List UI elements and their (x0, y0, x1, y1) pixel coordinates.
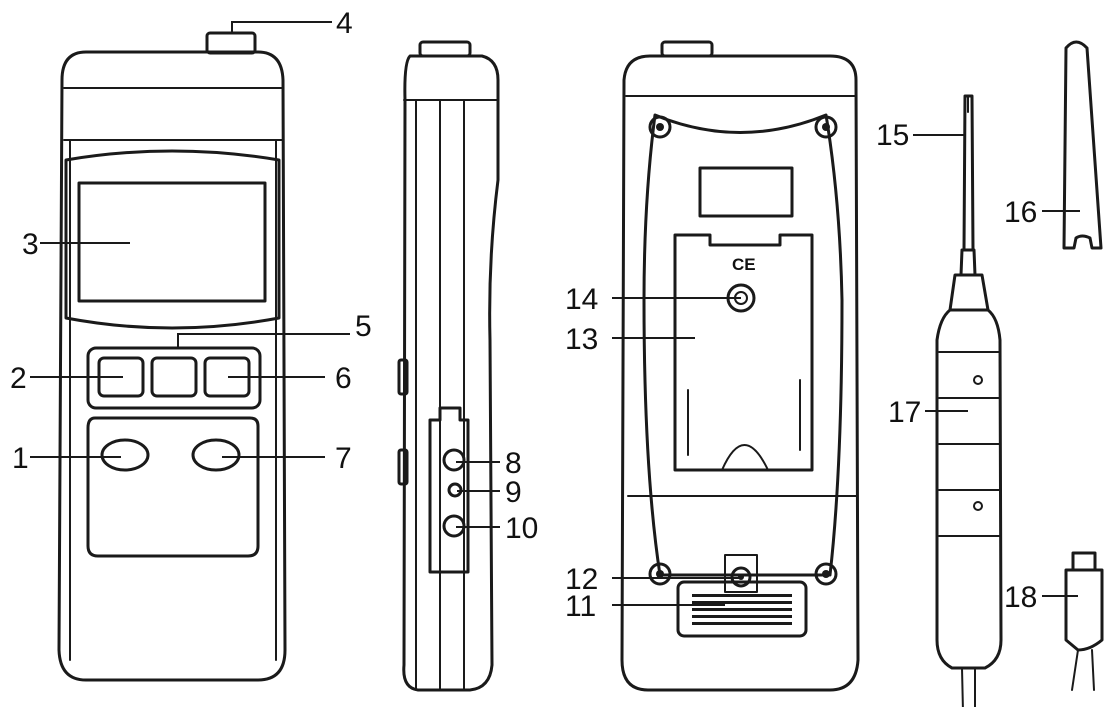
connector-plug (1064, 551, 1104, 691)
front-view (57, 31, 287, 682)
screw-bottom-right (814, 562, 838, 586)
callout-14: 14 (565, 283, 598, 316)
battery-cover-grip (692, 594, 792, 625)
tilt-stand (673, 233, 814, 472)
callout-9: 9 (505, 476, 522, 509)
side-top-cap (418, 40, 472, 58)
callout-8: 8 (505, 447, 522, 480)
back-top-connector (660, 40, 714, 58)
callout-13: 13 (565, 323, 598, 356)
side-view (397, 40, 500, 692)
probe-neck (959, 248, 977, 277)
button-middle (150, 356, 198, 398)
side-key-1 (397, 358, 409, 396)
display-bezel (64, 149, 281, 330)
callout-18: 18 (1004, 581, 1037, 614)
callout-15: 15 (876, 119, 909, 152)
jack-8 (442, 448, 466, 472)
callout-3: 3 (22, 228, 39, 261)
lower-panel (86, 416, 260, 558)
callout-12: 12 (565, 563, 598, 596)
callout-1: 1 (12, 442, 29, 475)
callout-7: 7 (335, 442, 352, 475)
probe-collar (948, 273, 990, 312)
ce-mark: CE (732, 255, 756, 274)
probe (935, 94, 1003, 707)
back-case (620, 54, 860, 692)
callout-4: 4 (336, 7, 353, 40)
top-connector (205, 31, 257, 55)
handle-dot-2 (973, 501, 983, 511)
oval-key-right (191, 438, 241, 472)
probe-sensor-tip (962, 94, 975, 252)
callout-11: 11 (565, 590, 596, 623)
screw-top-left (648, 115, 672, 139)
front-case (57, 50, 287, 682)
callout-10: 10 (505, 512, 538, 545)
screw-top-right (814, 115, 838, 139)
side-key-2 (397, 448, 409, 486)
callout-numbers: 4 3 5 2 6 1 7 8 9 10 14 13 12 11 15 16 1… (10, 7, 1037, 623)
callout-17: 17 (888, 396, 921, 429)
callout-6: 6 (335, 362, 352, 395)
probe-cover (1062, 40, 1103, 250)
leader-lines (30, 21, 1080, 606)
battery-cover (676, 580, 808, 638)
handle-dot-1 (973, 375, 983, 385)
jack-panel (428, 406, 470, 574)
back-view: CE (620, 40, 860, 692)
callout-5: 5 (355, 310, 372, 343)
oval-key-left (100, 438, 150, 472)
callout-16: 16 (1004, 196, 1037, 229)
probe-handle (935, 308, 1003, 670)
screw-bottom-left (648, 562, 672, 586)
back-label (698, 166, 794, 218)
callout-2: 2 (10, 362, 27, 395)
side-case (402, 54, 500, 692)
